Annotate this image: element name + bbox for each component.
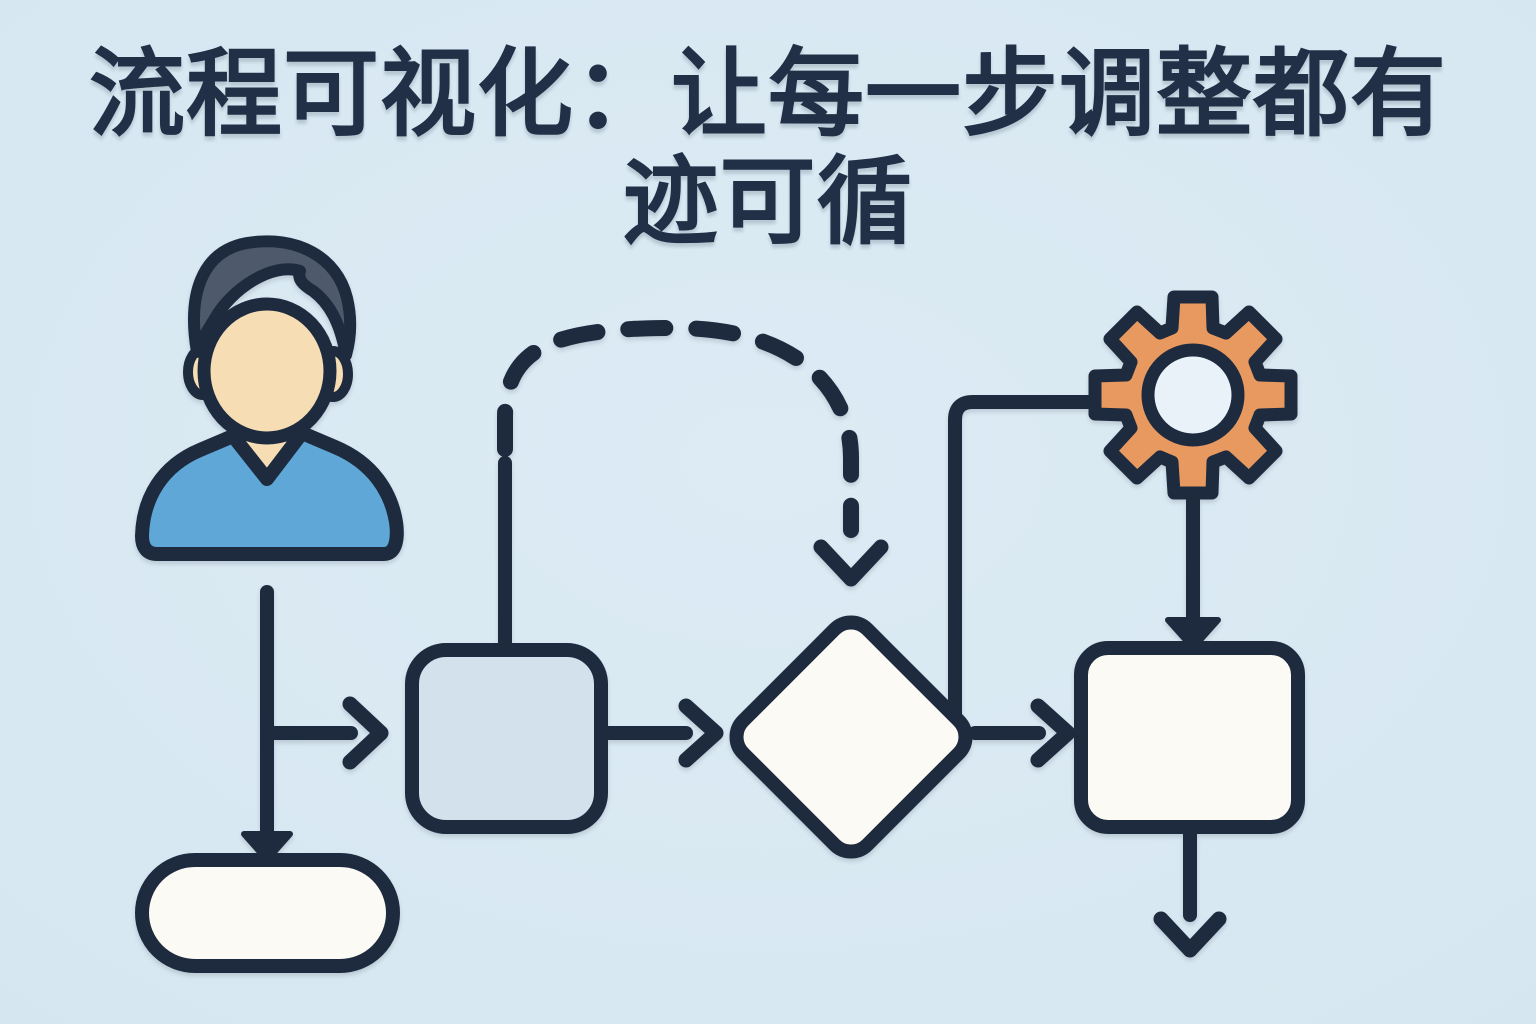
dashed-curve-line <box>497 319 859 538</box>
arrowhead-chevron-right-icon <box>678 698 724 768</box>
arrowhead-triangle-down-icon <box>241 831 293 863</box>
arrowhead-chevron-down-icon <box>813 539 889 587</box>
user-hair <box>188 235 357 361</box>
arrowhead-chevron-down-icon <box>1153 911 1227 958</box>
user-shoulders <box>135 426 404 561</box>
arrowhead-chevron-right-icon <box>1030 698 1076 768</box>
gear-hole <box>1141 343 1245 447</box>
edge-user-to-step-branch <box>260 696 389 770</box>
edge-gear-to-result <box>1165 483 1221 651</box>
node-result-rectangle <box>1074 641 1305 834</box>
edge-user-to-end <box>241 585 293 863</box>
edge-decision-to-result <box>968 698 1076 768</box>
node-end-pill <box>135 853 400 973</box>
user-face <box>197 297 337 445</box>
user-icon <box>135 235 404 561</box>
edge-step-to-decision-dashed <box>497 319 889 587</box>
edge-decision-to-gear <box>948 395 1107 723</box>
arrowhead-chevron-right-icon <box>342 696 389 770</box>
arrowhead-triangle-down-icon <box>1165 617 1221 651</box>
edge-step-to-decision <box>595 698 724 768</box>
node-decision-diamond <box>729 615 973 859</box>
edge-result-exit <box>1153 820 1227 958</box>
node-process-square <box>405 643 608 834</box>
gear-icon <box>1088 290 1298 500</box>
page-title-line2: 迹可循 <box>622 146 914 259</box>
page-title-line1: 流程可视化：让每一步调整都有 <box>89 38 1447 150</box>
edge-decision-to-gear-elbow <box>948 395 1107 723</box>
page-title: 流程可视化：让每一步调整都有 迹可循 <box>0 40 1536 257</box>
